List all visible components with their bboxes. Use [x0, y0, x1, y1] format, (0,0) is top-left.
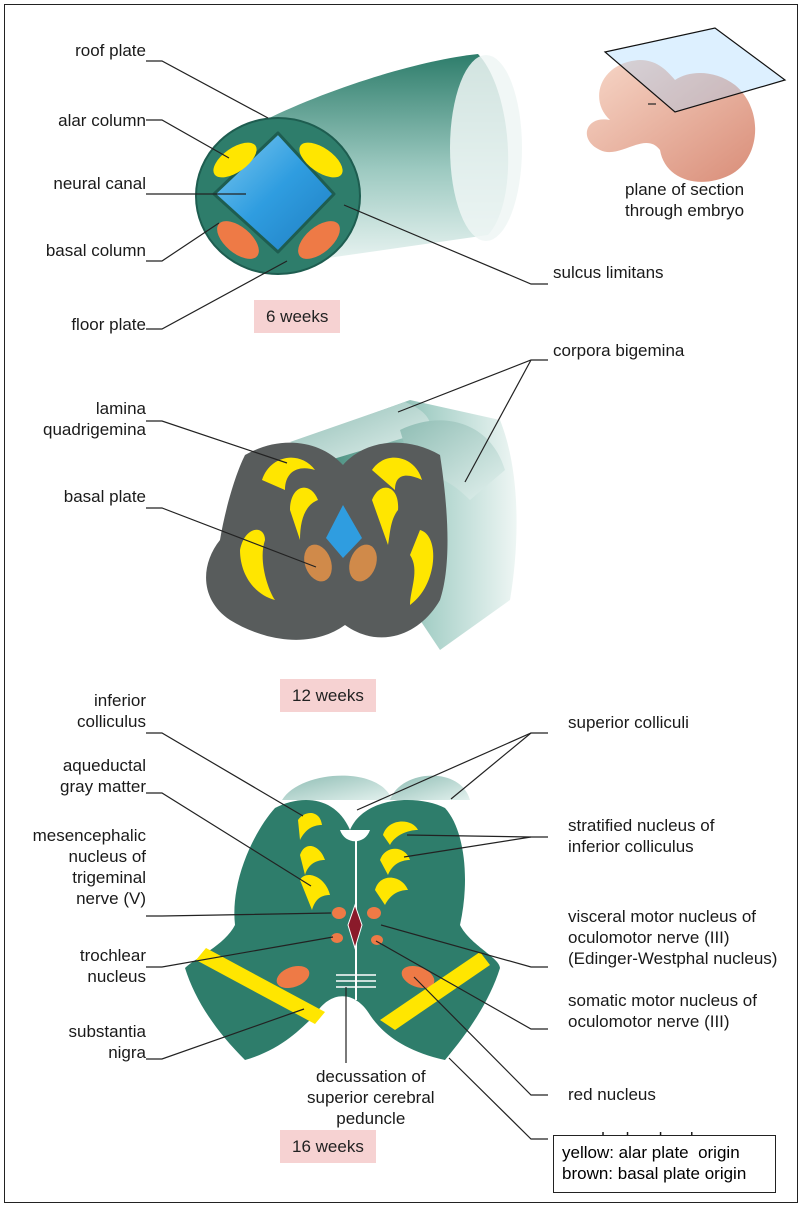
label-inferior-colliculus: inferior colliculus	[10, 690, 146, 732]
mesencephalic-nucleus-right	[367, 907, 381, 919]
label-substantia-nigra: substantia nigra	[10, 1021, 146, 1063]
label-basal-plate: basal plate	[10, 486, 146, 507]
label-superior-colliculi: superior colliculi	[568, 712, 689, 733]
label-basal-column: basal column	[10, 240, 146, 261]
label-visceral-motor-nucleus: visceral motor nucleus of oculomotor ner…	[568, 906, 777, 969]
tube-end-cap	[450, 55, 522, 241]
embryo-inset	[587, 28, 785, 182]
label-stratified-nucleus: stratified nucleus of inferior colliculu…	[568, 815, 714, 857]
legend-yellow: yellow: alar plate origin	[562, 1142, 767, 1163]
label-sulcus-limitans: sulcus limitans	[553, 262, 664, 283]
stage3-section	[185, 800, 500, 1060]
label-lamina-quadrigemina: lamina quadrigemina	[10, 398, 146, 440]
superior-colliculi-right	[390, 776, 470, 800]
stage-badge-16-weeks: 16 weeks	[280, 1130, 376, 1163]
superior-colliculi-left	[282, 776, 392, 800]
label-somatic-motor-nucleus: somatic motor nucleus of oculomotor nerv…	[568, 990, 757, 1032]
stage2-midbrain	[206, 400, 517, 650]
stage3-midbrain	[185, 776, 500, 1060]
stage-badge-12-weeks: 12 weeks	[280, 679, 376, 712]
stage1-neural-tube	[196, 54, 522, 274]
trochlear-nucleus-left	[331, 933, 343, 943]
label-corpora-bigemina: corpora bigemina	[553, 340, 684, 361]
label-aqueductal-gray-matter: aqueductal gray matter	[10, 755, 146, 797]
legend-box: yellow: alar plate origin brown: basal p…	[553, 1135, 776, 1193]
label-mesencephalic-nucleus: mesencephalic nucleus of trigeminal nerv…	[10, 825, 146, 909]
label-red-nucleus: red nucleus	[568, 1084, 656, 1105]
label-alar-column: alar column	[10, 110, 146, 131]
label-roof-plate: roof plate	[10, 40, 146, 61]
label-plane-of-section: plane of section through embryo	[625, 179, 744, 221]
label-neural-canal: neural canal	[10, 173, 146, 194]
legend-brown: brown: basal plate origin	[562, 1163, 767, 1184]
stage-badge-6-weeks: 6 weeks	[254, 300, 340, 333]
mesencephalic-nucleus-left	[332, 907, 346, 919]
label-decussation: decussation of superior cerebral peduncl…	[307, 1066, 435, 1129]
label-trochlear-nucleus: trochlear nucleus	[10, 945, 146, 987]
label-floor-plate: floor plate	[10, 314, 146, 335]
